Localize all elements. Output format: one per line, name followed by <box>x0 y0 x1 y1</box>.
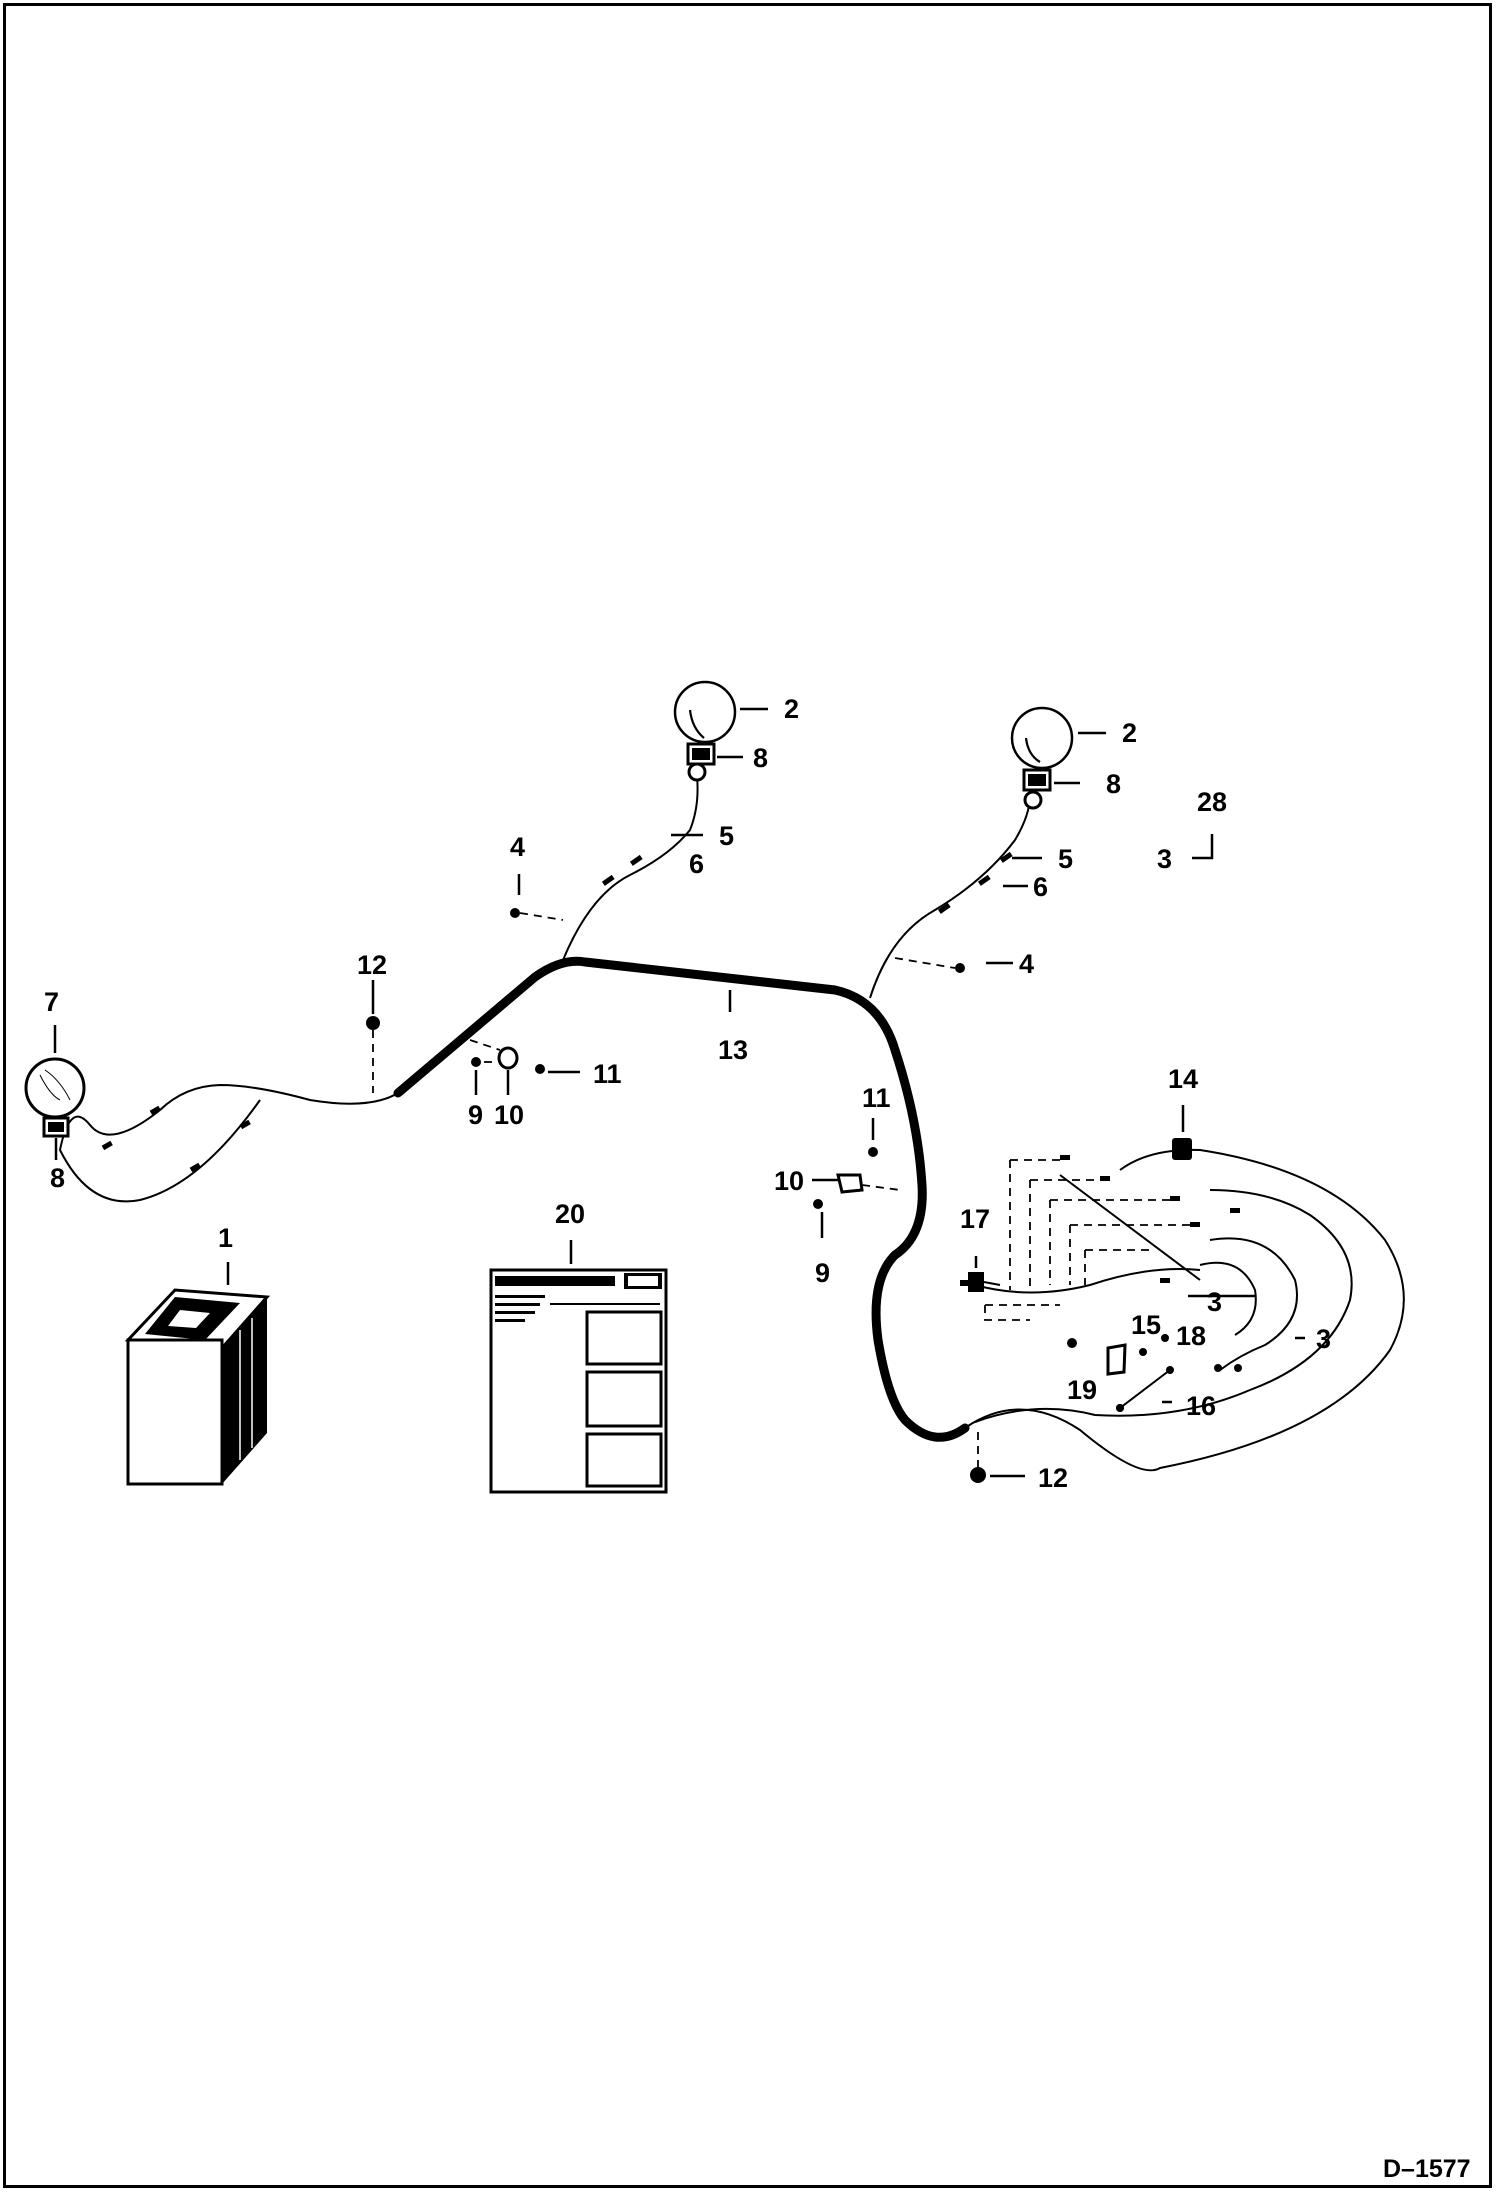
callout-9-right: 9 <box>815 1258 830 1288</box>
ground-screw-left <box>366 1016 380 1030</box>
callout-1: 1 <box>218 1223 233 1253</box>
callout-8-left: 8 <box>50 1163 65 1193</box>
callout-labels: 1 2 2 3 3 3 4 4 5 5 6 6 7 8 8 8 9 9 10 1… <box>44 694 1471 2183</box>
switch-panel-loop-inner <box>974 1189 1353 1423</box>
callout-10-right: 10 <box>774 1166 804 1196</box>
callout-8-center: 8 <box>753 743 768 773</box>
callout-14: 14 <box>1168 1064 1198 1094</box>
callout-13: 13 <box>718 1035 748 1065</box>
switch-panel-loop-mid <box>1209 1237 1298 1371</box>
callout-5-center: 5 <box>719 821 734 851</box>
callout-9-left: 9 <box>468 1100 483 1130</box>
switch-loop-connectors <box>1060 1155 1242 1412</box>
work-light-center <box>673 680 737 782</box>
instruction-sheet <box>489 1268 668 1494</box>
cable-clamp <box>1172 1138 1192 1160</box>
left-light-connectors <box>101 1105 251 1173</box>
right-light-wire <box>869 794 1031 999</box>
rear-work-light <box>24 1057 86 1138</box>
wire-tie-right-leader <box>894 957 956 969</box>
callout-10-left: 10 <box>494 1100 524 1130</box>
work-light-right <box>1010 706 1074 810</box>
callout-6-center: 6 <box>689 849 704 879</box>
hardware-set-left <box>469 1039 545 1074</box>
fastener-18 <box>1139 1348 1147 1356</box>
hardware-set-right <box>813 1147 901 1209</box>
left-light-wire <box>58 1083 399 1203</box>
callout-3-mid: 3 <box>1207 1287 1222 1317</box>
callout-3-right: 3 <box>1316 1324 1331 1354</box>
callout-2-right: 2 <box>1122 718 1137 748</box>
callout-8-right: 8 <box>1106 769 1121 799</box>
right-light-connectors <box>937 851 1013 914</box>
wire-tie-left-leader <box>519 912 564 921</box>
callout-11-right: 11 <box>862 1083 891 1113</box>
callout-7: 7 <box>44 987 59 1017</box>
switch-panel-loop-small <box>1199 1261 1257 1336</box>
callout-16: 16 <box>1186 1391 1216 1421</box>
callout-18: 18 <box>1176 1321 1206 1351</box>
switch-to-panel-wire <box>974 1268 1201 1294</box>
callout-leader-lines <box>53 707 1305 1478</box>
callout-5-right: 5 <box>1058 844 1073 874</box>
callout-11-left: 11 <box>593 1059 622 1089</box>
switch-diagonal-wire <box>1059 1174 1201 1281</box>
callout-17: 17 <box>960 1204 990 1234</box>
callout-28: 28 <box>1197 787 1227 817</box>
ground-wire-16 <box>1116 1366 1174 1412</box>
callout-12-right: 12 <box>1038 1463 1068 1493</box>
callout-4-right: 4 <box>1019 949 1034 979</box>
battery-box <box>124 1288 271 1486</box>
switch-dashed-leaders <box>984 1159 1195 1321</box>
wire-tie-left <box>510 908 520 918</box>
callout-19: 19 <box>1067 1375 1097 1405</box>
relay-component <box>1106 1343 1127 1376</box>
main-wiring-harness <box>393 956 970 1442</box>
callout-20: 20 <box>555 1199 585 1229</box>
center-light-connectors <box>601 854 643 886</box>
page-border <box>3 3 1492 2188</box>
callout-12-left: 12 <box>357 950 387 980</box>
callout-6-right: 6 <box>1033 872 1048 902</box>
ground-screw-right <box>970 1467 986 1483</box>
wire-tie-right <box>955 963 965 973</box>
switch-panel-loop-outer <box>964 1148 1405 1472</box>
drawing-code: D–1577 <box>1383 2155 1471 2183</box>
callout-4-left: 4 <box>510 832 525 862</box>
callout-2-center: 2 <box>784 694 799 724</box>
center-light-wire <box>562 761 699 961</box>
callout-3-top: 3 <box>1157 844 1172 874</box>
callout-15: 15 <box>1131 1310 1161 1340</box>
toggle-switch <box>960 1272 1001 1292</box>
fastener-19 <box>1067 1338 1077 1348</box>
